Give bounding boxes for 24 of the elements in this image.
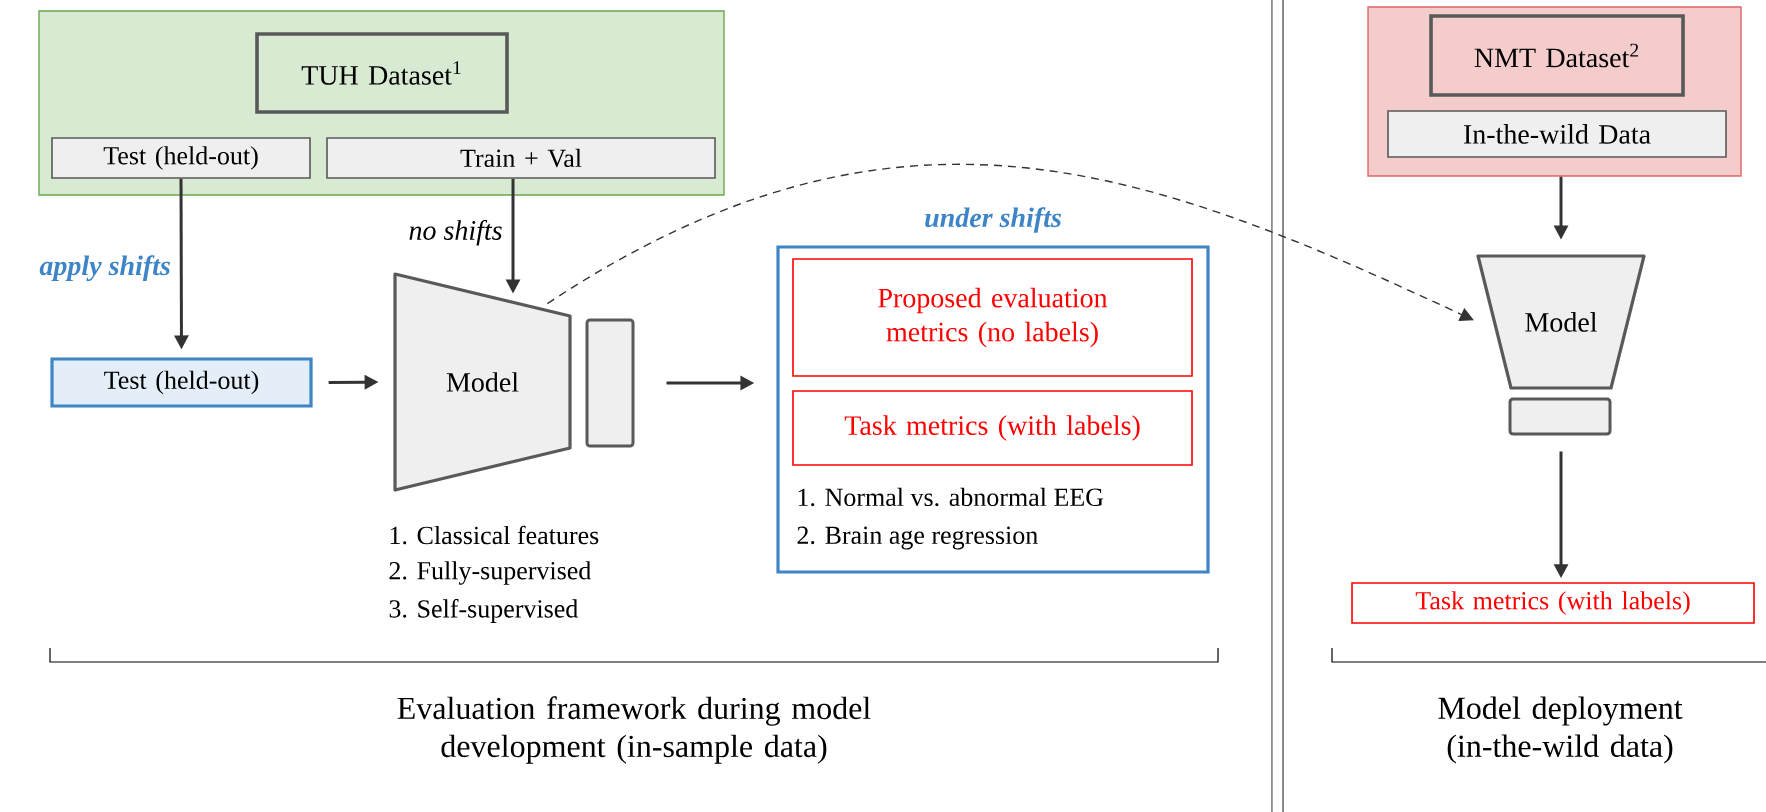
output-bar [585, 318, 635, 448]
metrics-box: Task metrics (with labels) [792, 390, 1193, 466]
metrics-box: Task metrics (with labels) [1351, 582, 1755, 624]
list-item: 1. Classical features [390, 525, 599, 545]
dataset-box: TUH Dataset$^{1}$ [255, 32, 509, 114]
metrics-box: Proposed evaluation metrics (no labels) [792, 258, 1193, 377]
output-bar [1508, 397, 1612, 436]
model-trapezoid: Model [393, 272, 572, 492]
dataset-box: NMT Dataset$^{2}$ [1429, 14, 1685, 97]
list-item: 2. Fully-supervised [389, 561, 591, 585]
list-item: 1. Normal vs. abnormal EEG [798, 487, 1104, 507]
dashed-arrow [546, 163, 1474, 321]
edge-label: apply shifts [37, 253, 173, 283]
list-item: 2. Brain age regression [797, 526, 1038, 550]
data-split-box: Test (held-out) [51, 137, 311, 179]
test-set-box: Test (held-out) [50, 357, 313, 408]
edge-label: no shifts [406, 217, 505, 248]
model-trapezoid: Model [1476, 254, 1646, 390]
caption-text: Model deployment (in-the-wild data) [1438, 696, 1683, 764]
panel-heading: under shifts [922, 205, 1064, 235]
list-item: 3. Self-supervised [389, 599, 578, 623]
data-split-box: Train + Val [326, 137, 716, 179]
data-split-box: In-the-wild Data [1387, 110, 1727, 158]
caption-text: Evaluation framework during model development (in-sample data) [397, 696, 871, 764]
